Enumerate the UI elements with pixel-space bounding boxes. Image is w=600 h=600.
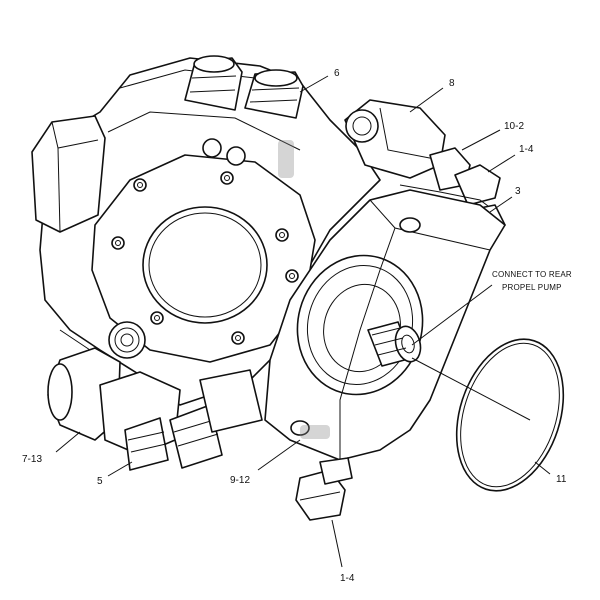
note-line-1: CONNECT TO REAR	[492, 270, 572, 279]
callout-11: 11	[556, 474, 567, 485]
bottom-fitting	[295, 457, 353, 521]
o-ring	[455, 338, 565, 492]
cover-bolts	[111, 171, 299, 345]
callout-1-4-top: 1-4	[519, 144, 534, 155]
note-line-2: PROPEL PUMP	[502, 283, 562, 292]
callout-labels: 6 8 10-2 1-4 3 7-13 5 9-12 11 1-4	[22, 68, 567, 584]
callout-1-4-bottom: 1-4	[340, 573, 355, 584]
callout-7-13: 7-13	[22, 454, 42, 465]
rear-pump-section	[264, 189, 506, 461]
lower-valve-assembly	[47, 347, 263, 471]
callout-9-12: 9-12	[230, 475, 250, 486]
valve-block	[344, 99, 446, 179]
top-fittings	[184, 55, 304, 119]
callout-6: 6	[334, 68, 340, 79]
callout-3: 3	[515, 186, 521, 197]
connect-note: CONNECT TO REAR PROPEL PUMP	[492, 270, 572, 292]
leader-lines	[55, 75, 551, 568]
callout-8: 8	[449, 78, 455, 89]
shaft-centerline	[411, 357, 531, 421]
watermark-smudge	[278, 140, 330, 439]
callout-5: 5	[97, 476, 103, 487]
callout-10-2: 10-2	[504, 121, 524, 132]
pump-housing	[31, 57, 381, 406]
